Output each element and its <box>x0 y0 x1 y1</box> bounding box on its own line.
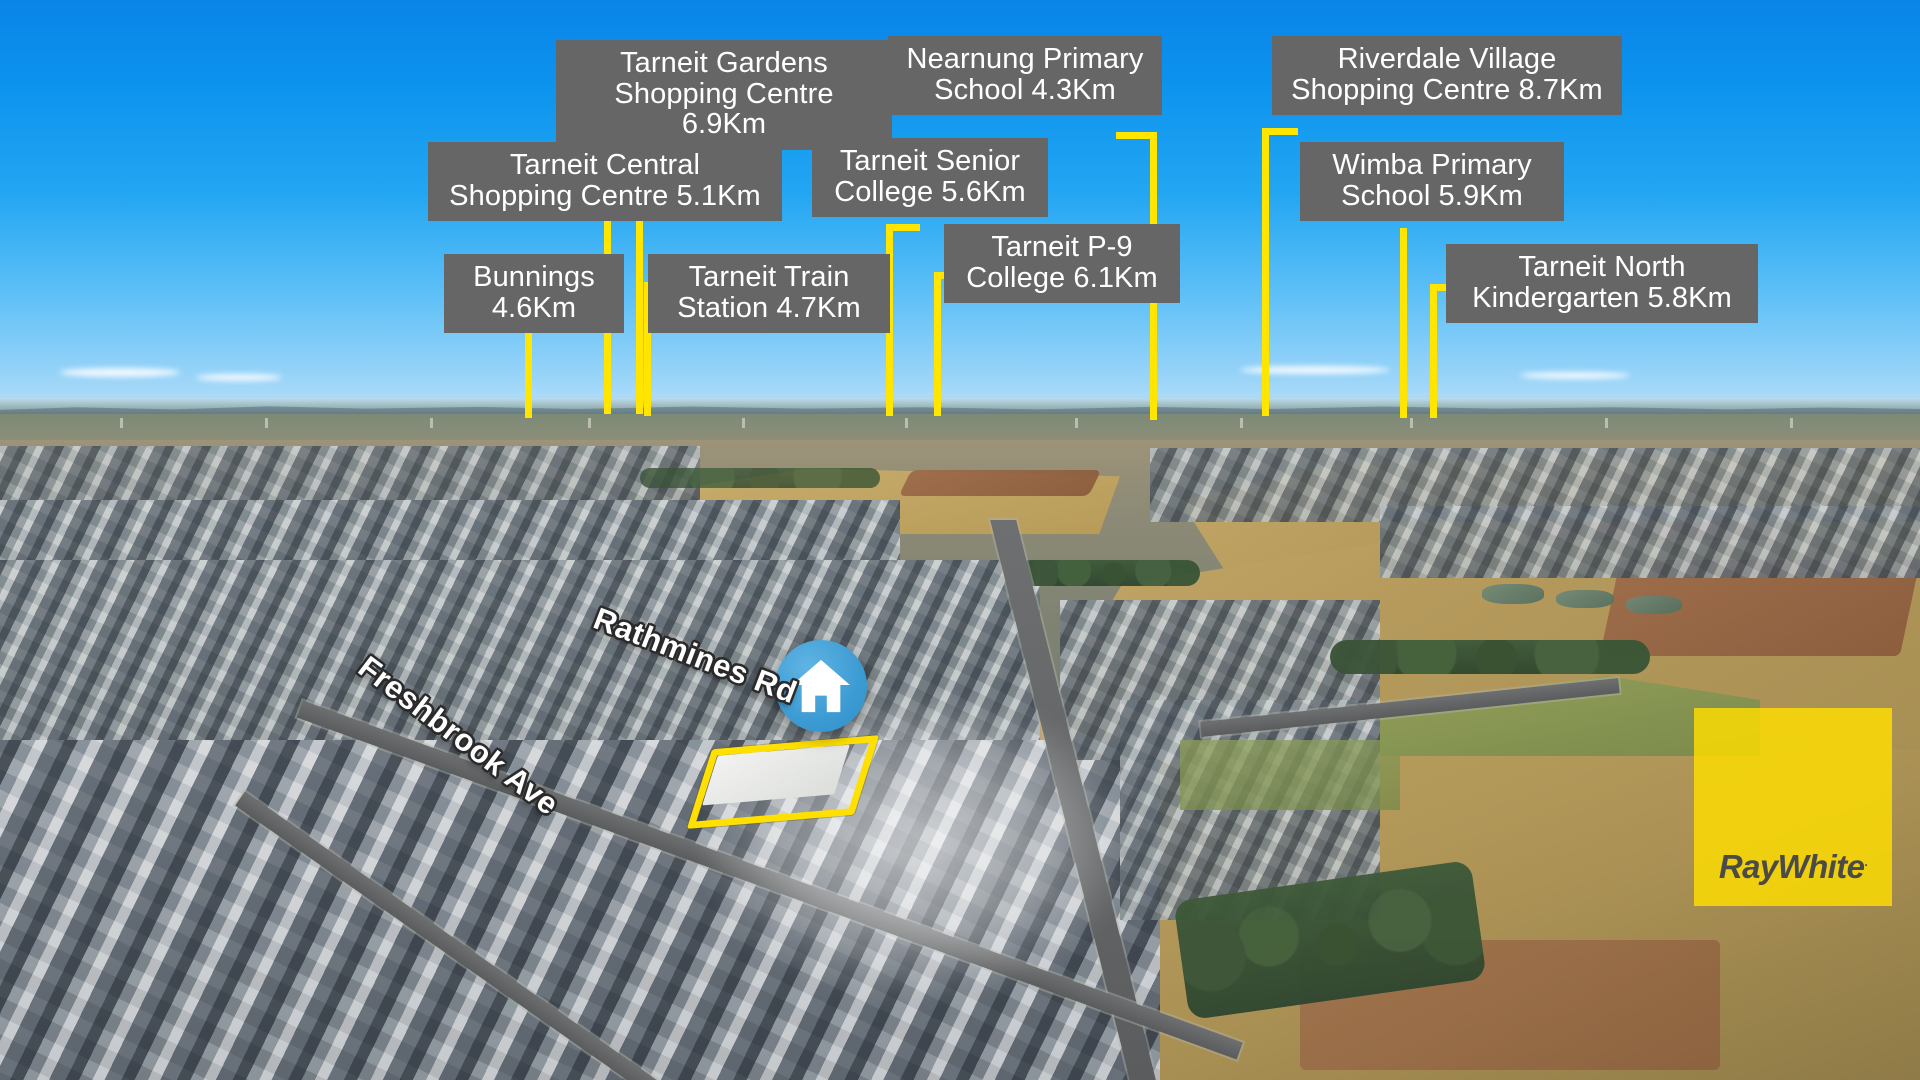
house-icon <box>792 659 850 713</box>
leader-line-tarneit-gardens <box>636 128 643 414</box>
annotation-label-tarneit-gardens[interactable]: Tarneit Gardens Shopping Centre 6.9Km <box>556 40 892 151</box>
leader-line-wimba-primary <box>1400 228 1407 418</box>
tree-belt <box>1020 560 1200 586</box>
raywhite-logo[interactable]: RayWhite. <box>1694 708 1892 906</box>
leader-jog-nearnung-primary <box>1116 132 1157 139</box>
leader-jog-tarneit-senior <box>886 224 920 231</box>
annotation-label-nearnung-primary[interactable]: Nearnung Primary School 4.3Km <box>888 36 1162 116</box>
raywhite-wordmark: RayWhite. <box>1694 848 1892 886</box>
grass-corridor <box>1180 740 1400 810</box>
earthworks <box>898 470 1102 496</box>
subject-property-outline[interactable] <box>686 735 880 829</box>
leader-jog-riverdale-village <box>1262 128 1298 135</box>
tree-belt <box>640 468 880 488</box>
annotation-label-tarneit-central[interactable]: Tarneit Central Shopping Centre 5.1Km <box>428 142 782 222</box>
distant-ridge <box>0 406 1920 418</box>
leader-line-tarneit-p9 <box>934 272 941 416</box>
retention-basin <box>1556 590 1614 608</box>
leader-line-riverdale-village <box>1262 128 1269 416</box>
retention-basin <box>1482 584 1544 604</box>
trademark-mark: . <box>1864 855 1868 869</box>
cloud <box>60 368 180 377</box>
annotation-label-tarneit-north-kinder[interactable]: Tarneit North Kindergarten 5.8Km <box>1446 244 1758 324</box>
annotation-label-riverdale-village[interactable]: Riverdale Village Shopping Centre 8.7Km <box>1272 36 1622 116</box>
leader-line-bunnings <box>525 278 532 418</box>
leader-line-tarneit-north-kinder <box>1430 284 1437 418</box>
tree-belt <box>1330 640 1650 674</box>
raywhite-text: RayWhite <box>1718 848 1865 885</box>
cloud <box>1520 372 1630 379</box>
annotation-label-tarneit-senior[interactable]: Tarneit Senior College 5.6Km <box>812 138 1048 218</box>
cloud <box>196 374 282 381</box>
retention-basin <box>1626 596 1682 614</box>
annotation-label-tarneit-p9[interactable]: Tarneit P-9 College 6.1Km <box>944 224 1180 304</box>
suburb-right-mid <box>1380 506 1920 578</box>
leader-line-tarneit-train <box>644 282 651 416</box>
annotation-label-wimba-primary[interactable]: Wimba Primary School 5.9Km <box>1300 142 1564 222</box>
subject-property-marker[interactable] <box>775 640 867 732</box>
annotation-label-tarneit-train[interactable]: Tarneit Train Station 4.7Km <box>648 254 890 334</box>
cloud <box>1240 366 1390 374</box>
annotation-label-bunnings[interactable]: Bunnings 4.6Km <box>444 254 624 334</box>
